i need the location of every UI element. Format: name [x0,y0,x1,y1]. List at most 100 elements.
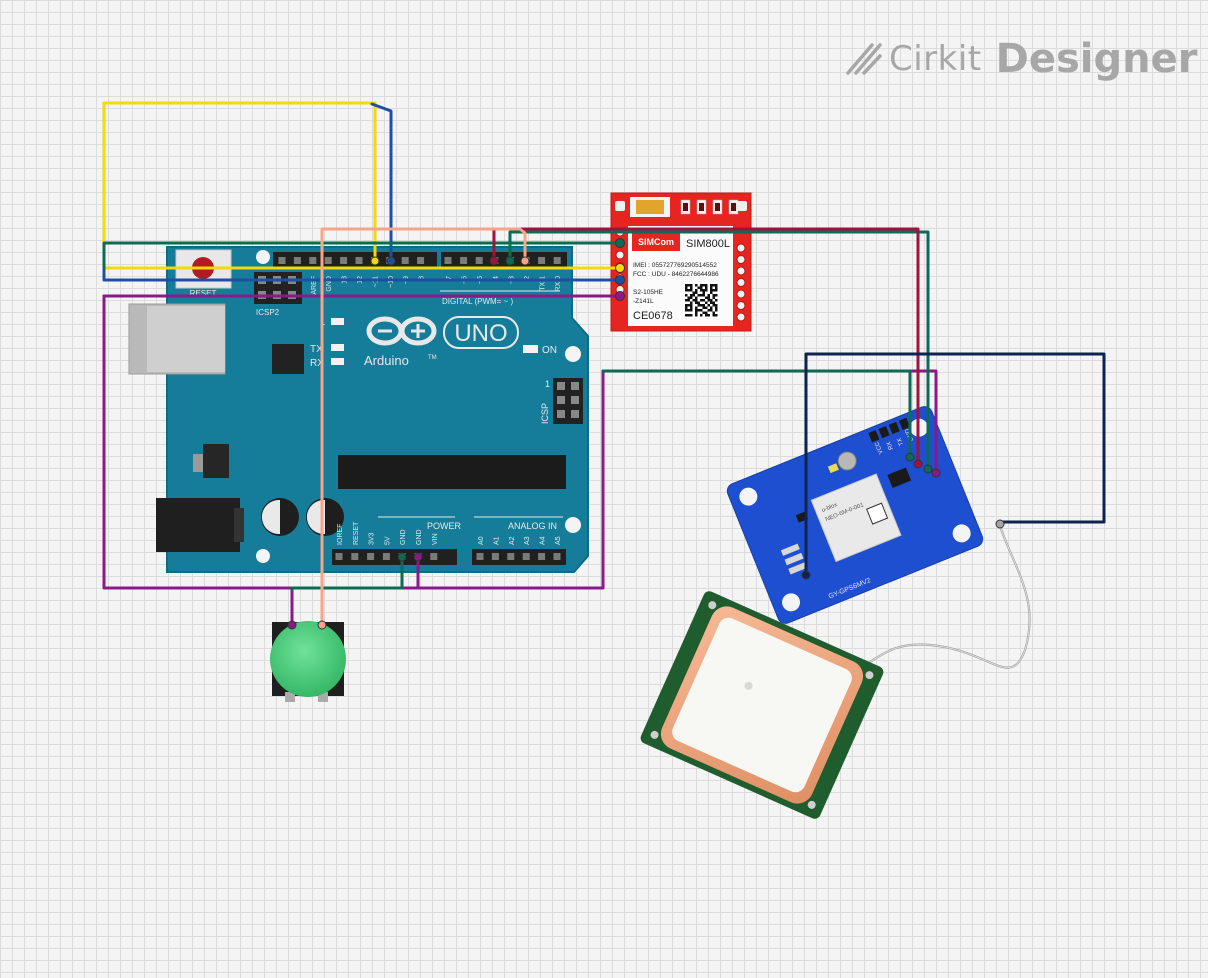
wire-green-tx[interactable] [508,230,930,470]
qr-cell [700,299,703,302]
qr-cell [685,294,688,297]
digital-pin-hole[interactable] [444,257,452,264]
wire-crimson-rx[interactable] [492,227,920,464]
qr-cell [700,284,703,287]
chip-qr [866,502,889,525]
digital-pin-hole[interactable] [475,257,483,264]
qr-cell [687,296,690,299]
digital-pin-label: 7 [446,276,453,280]
pushbutton-cap[interactable] [270,621,346,697]
smd-component [887,467,912,488]
wire-salmon-button[interactable] [320,227,527,627]
sim-contact [636,200,664,214]
digital-pin-hole[interactable] [309,257,317,264]
sim800l-pin[interactable] [736,289,746,299]
power-pin-hole[interactable] [367,553,375,560]
qr-cell [697,304,700,307]
power-pin-hole[interactable] [382,553,390,560]
qr-cell [685,314,688,317]
digital-pin-hole[interactable] [340,257,348,264]
analog-pin-label: A3 [524,536,531,545]
wire-blue-top[interactable] [370,102,393,263]
ufl-pad [780,543,800,556]
gps-pin[interactable] [868,430,880,443]
usb-port-face [147,306,225,372]
sim800l-pin[interactable] [736,312,746,322]
wire-green-gps[interactable] [601,369,912,457]
power-pin-hole[interactable] [351,553,359,560]
power-jack-tip [234,508,244,542]
wire-purple-gps[interactable] [102,294,938,590]
power-label: POWER [427,521,462,531]
qr-cell [685,289,688,292]
analog-pin-hole[interactable] [538,553,546,560]
power-pin-hole[interactable] [430,553,438,560]
pushbutton[interactable] [270,621,346,702]
gps-pin[interactable] [888,421,900,435]
digital-pin-hole[interactable] [324,257,332,264]
wire-yellow[interactable] [102,101,622,270]
digital-pin-hole[interactable] [538,257,546,264]
digital-pin-label: GND [326,276,333,292]
qr-cell [710,291,713,294]
qr-cell [692,294,695,297]
digital-pin-hole[interactable] [293,257,301,264]
digital-header-left [273,252,437,269]
digital-pin-hole[interactable] [355,257,363,264]
analog-pin-hole[interactable] [476,553,484,560]
qr-cell [712,289,715,292]
analog-pin-hole[interactable] [522,553,530,560]
qr-cell [695,314,698,317]
sim800l-pin[interactable] [736,301,746,310]
qr-cell [715,299,718,302]
sim800l-pin[interactable] [736,278,746,287]
wire-green-sim[interactable] [102,241,622,270]
wire-blue[interactable] [102,264,622,282]
qr-cell [685,306,688,309]
digital-pin-hole[interactable] [460,257,468,264]
qr-cell [712,304,715,307]
analog-pin-hole[interactable] [553,553,561,560]
qr-cell [687,299,690,302]
qr-cell [685,304,688,307]
gps-antenna[interactable] [639,525,1031,821]
gps-pin[interactable] [878,425,890,439]
qr-cell [697,286,700,289]
wire-endpoints [287,238,1005,630]
gps-pin[interactable] [898,417,911,430]
gps-mount-hole [739,487,758,506]
backup-battery [837,451,857,471]
digital-pin-hole[interactable] [401,257,409,264]
wire-navy-antenna[interactable] [804,352,1106,577]
digital-pin-hole[interactable] [553,257,561,264]
qr-cell [700,289,703,292]
sim800l-pin[interactable] [736,243,746,253]
qr-cell [705,306,708,309]
qr-cell [700,314,703,317]
wires [102,101,1106,627]
qr-cell [707,309,710,312]
digital-pin-hole[interactable] [278,257,286,264]
qr-cell [690,289,693,292]
analog-header [472,549,566,565]
power-pin-hole[interactable] [335,553,343,560]
qr-cell [715,286,718,289]
brand-name-bold: Designer [995,36,1198,82]
digital-pin-hole[interactable] [417,257,425,264]
uno-label: UNO [454,320,507,347]
qr-cell [712,294,715,297]
sim800l-pin[interactable] [736,255,746,264]
atmega-chip [338,455,566,489]
analog-pin-hole[interactable] [491,553,499,560]
sim800l-module[interactable]: SIMCom SIM800L IMEI : 055727769290514552… [610,192,752,332]
analog-pin-hole[interactable] [507,553,515,560]
sim800l-ce: CE0678 [633,310,673,322]
qr-cell [707,294,710,297]
qr-cell [705,301,708,304]
qr-cell [685,286,688,289]
sim800l-pin[interactable] [615,250,625,260]
sim800l-pin[interactable] [736,266,746,276]
